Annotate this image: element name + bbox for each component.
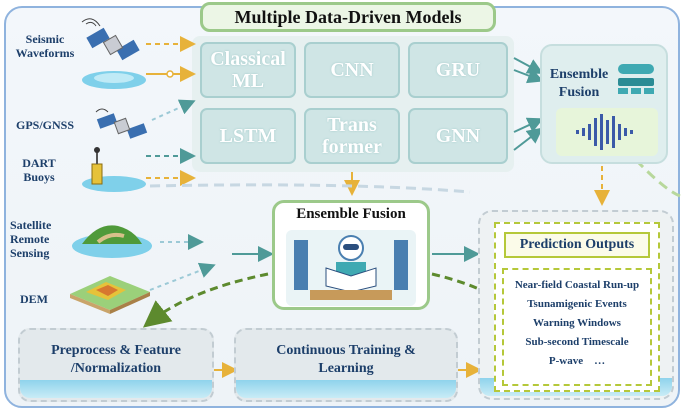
island-icon <box>72 225 152 258</box>
output-item: Tsunamigenic Events <box>527 298 627 310</box>
training-label: Continuous Training & Learning <box>276 343 416 376</box>
model-classical-ml: Classical ML <box>200 42 296 98</box>
database-icon <box>618 64 654 94</box>
prediction-outputs-list: Near-field Coastal Run-up Tsunamigenic E… <box>502 268 652 386</box>
output-item: Sub-second Timescale <box>525 336 629 348</box>
diagram-title: Multiple Data-Driven Models <box>200 2 496 32</box>
source-label-dem: DEM <box>20 292 48 306</box>
feedback-arrow-left <box>142 272 269 328</box>
output-item: Near-field Coastal Run-up <box>514 279 640 291</box>
terrain-icon <box>70 276 150 314</box>
output-item: Warning Windows <box>533 317 621 329</box>
output-item-pwave: P-wave <box>548 355 584 367</box>
robot-reading-icon <box>286 230 416 306</box>
soundwave-icon <box>556 108 658 156</box>
model-gru: GRU <box>408 42 508 98</box>
source-label-gps: GPS/GNSS <box>15 118 75 132</box>
satellite-icon <box>81 18 146 89</box>
arrow-gps <box>151 99 196 121</box>
buoy-icon <box>82 147 146 192</box>
model-gnn: GNN <box>408 108 508 164</box>
model-lstm: LSTM <box>200 108 296 164</box>
ensemble-fusion-center-label: Ensemble Fusion <box>296 206 406 222</box>
ensemble-fusion-top-label: Ensemble Fusion <box>549 67 609 100</box>
wave-decoration <box>20 380 212 398</box>
output-ellipsis: … <box>594 355 606 367</box>
source-label-dart: DART Buoys <box>22 156 56 184</box>
output-item: P-wave … <box>504 352 650 371</box>
model-transformer: Trans former <box>304 108 400 164</box>
wave-decoration <box>236 380 456 398</box>
source-label-satellite: Satellite Remote Sensing <box>10 218 52 260</box>
source-label-seismic: Seismic Waveforms <box>15 32 75 60</box>
model-cnn: CNN <box>304 42 400 98</box>
preprocess-label: Preprocess & Feature /Normalization <box>51 343 181 376</box>
prediction-outputs-title: Prediction Outputs <box>504 232 650 258</box>
satellite-icon <box>95 108 148 139</box>
